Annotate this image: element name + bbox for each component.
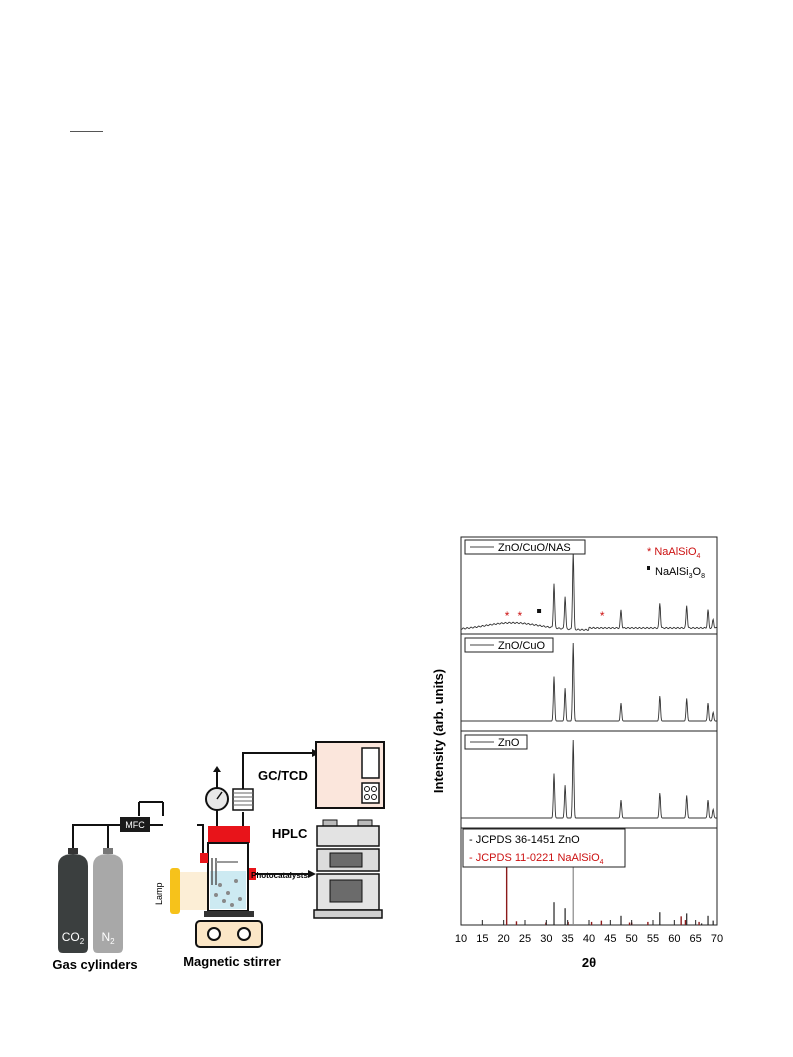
mfc-box: MFC bbox=[120, 817, 150, 832]
svg-text:CO2: CO2 bbox=[62, 930, 85, 946]
panel-label-zno: ZnO bbox=[498, 737, 520, 749]
co2-label: CO bbox=[62, 930, 80, 944]
hplc-instrument bbox=[256, 819, 383, 919]
gas-cylinders-label: Gas cylinders bbox=[52, 957, 137, 972]
x-tick-label: 70 bbox=[711, 933, 723, 945]
legend-naalsio4: * NaAlSiO4 bbox=[647, 546, 701, 560]
lamp-label: Lamp bbox=[154, 882, 164, 905]
x-tick-label: 55 bbox=[647, 933, 659, 945]
photocatalysts-label: Photocatalysts bbox=[251, 871, 308, 880]
x-tick-label: 15 bbox=[476, 933, 488, 945]
header-rule bbox=[70, 131, 103, 132]
n2-cylinder: N2 bbox=[93, 848, 123, 953]
x-ticks: 10 15 20 25 30 35 40 45 50 55 60 65 70 bbox=[455, 920, 723, 945]
ref-naalsio4-label: - JCPDS 11-0221 NaAlSiO4 bbox=[469, 852, 604, 866]
hplc-label: HPLC bbox=[272, 826, 308, 841]
plot-area: * * * 10 15 20 25 30 35 40 45 50 55 60 65 70 ZnO/CuO/N… bbox=[455, 536, 723, 945]
x-tick-label: 30 bbox=[540, 933, 552, 945]
svg-text:N2: N2 bbox=[101, 930, 115, 946]
y-axis-label: Intensity (arb. units) bbox=[431, 669, 446, 793]
co2-cylinder: CO2 bbox=[58, 848, 88, 953]
n2-subscript: 2 bbox=[110, 937, 115, 946]
x-tick-label: 60 bbox=[668, 933, 680, 945]
reference-bars bbox=[505, 863, 714, 925]
phase-markers: * * * bbox=[505, 609, 605, 623]
x-tick-label: 40 bbox=[583, 933, 595, 945]
xrd-curve bbox=[460, 551, 717, 631]
x-tick-label: 50 bbox=[626, 933, 638, 945]
panel-label-zno-cuo-nas: ZnO/CuO/NAS bbox=[498, 542, 571, 554]
panel-label-zno-cuo: ZnO/CuO bbox=[498, 640, 546, 652]
gc-tcd-instrument bbox=[315, 741, 385, 809]
naalsio4-marker: * bbox=[505, 609, 510, 623]
pressure-gauge bbox=[205, 766, 229, 826]
reactor bbox=[200, 826, 256, 917]
xrd-curves bbox=[460, 551, 717, 819]
xrd-curve bbox=[461, 739, 717, 819]
x-tick-label: 35 bbox=[562, 933, 574, 945]
gc-tcd-label: GC/TCD bbox=[258, 768, 308, 783]
setup-diagram: MFC CO2 N2 Gas cylinders Lamp bbox=[52, 741, 385, 972]
square-marker-legend bbox=[647, 566, 650, 570]
legend-zno-cuo: ZnO/CuO bbox=[464, 637, 554, 653]
xrd-curve bbox=[461, 642, 717, 722]
xrd-chart: * * * 10 15 20 25 30 35 40 45 50 55 60 65 70 ZnO/CuO/N… bbox=[431, 536, 723, 970]
magnetic-stirrer bbox=[195, 920, 263, 948]
x-tick-label: 25 bbox=[519, 933, 531, 945]
legend-zno: ZnO bbox=[464, 734, 528, 750]
legend-zno-cuo-nas: ZnO/CuO/NAS bbox=[464, 539, 586, 555]
co2-subscript: 2 bbox=[80, 937, 85, 946]
legend-naalsi3o8: NaAlSi3O8 bbox=[655, 566, 705, 580]
n2-label: N bbox=[101, 930, 110, 944]
ref-zno-label: - JCPDS 36-1451 ZnO bbox=[469, 834, 580, 846]
naalsi3o8-marker bbox=[537, 609, 542, 613]
x-axis-label: 2θ bbox=[582, 955, 596, 970]
naalsio4-marker: * bbox=[518, 609, 523, 623]
naalsio4-marker: * bbox=[600, 609, 605, 623]
mfc-label: MFC bbox=[125, 820, 145, 830]
x-tick-label: 20 bbox=[498, 933, 510, 945]
magnetic-stirrer-label: Magnetic stirrer bbox=[183, 954, 281, 969]
filter bbox=[232, 749, 320, 826]
legend-references: - JCPDS 36-1451 ZnO - JCPDS 11-0221 NaAl… bbox=[462, 828, 626, 868]
x-tick-label: 45 bbox=[604, 933, 616, 945]
x-tick-label: 10 bbox=[455, 933, 467, 945]
x-tick-label: 65 bbox=[690, 933, 702, 945]
lamp: Lamp bbox=[154, 868, 210, 914]
